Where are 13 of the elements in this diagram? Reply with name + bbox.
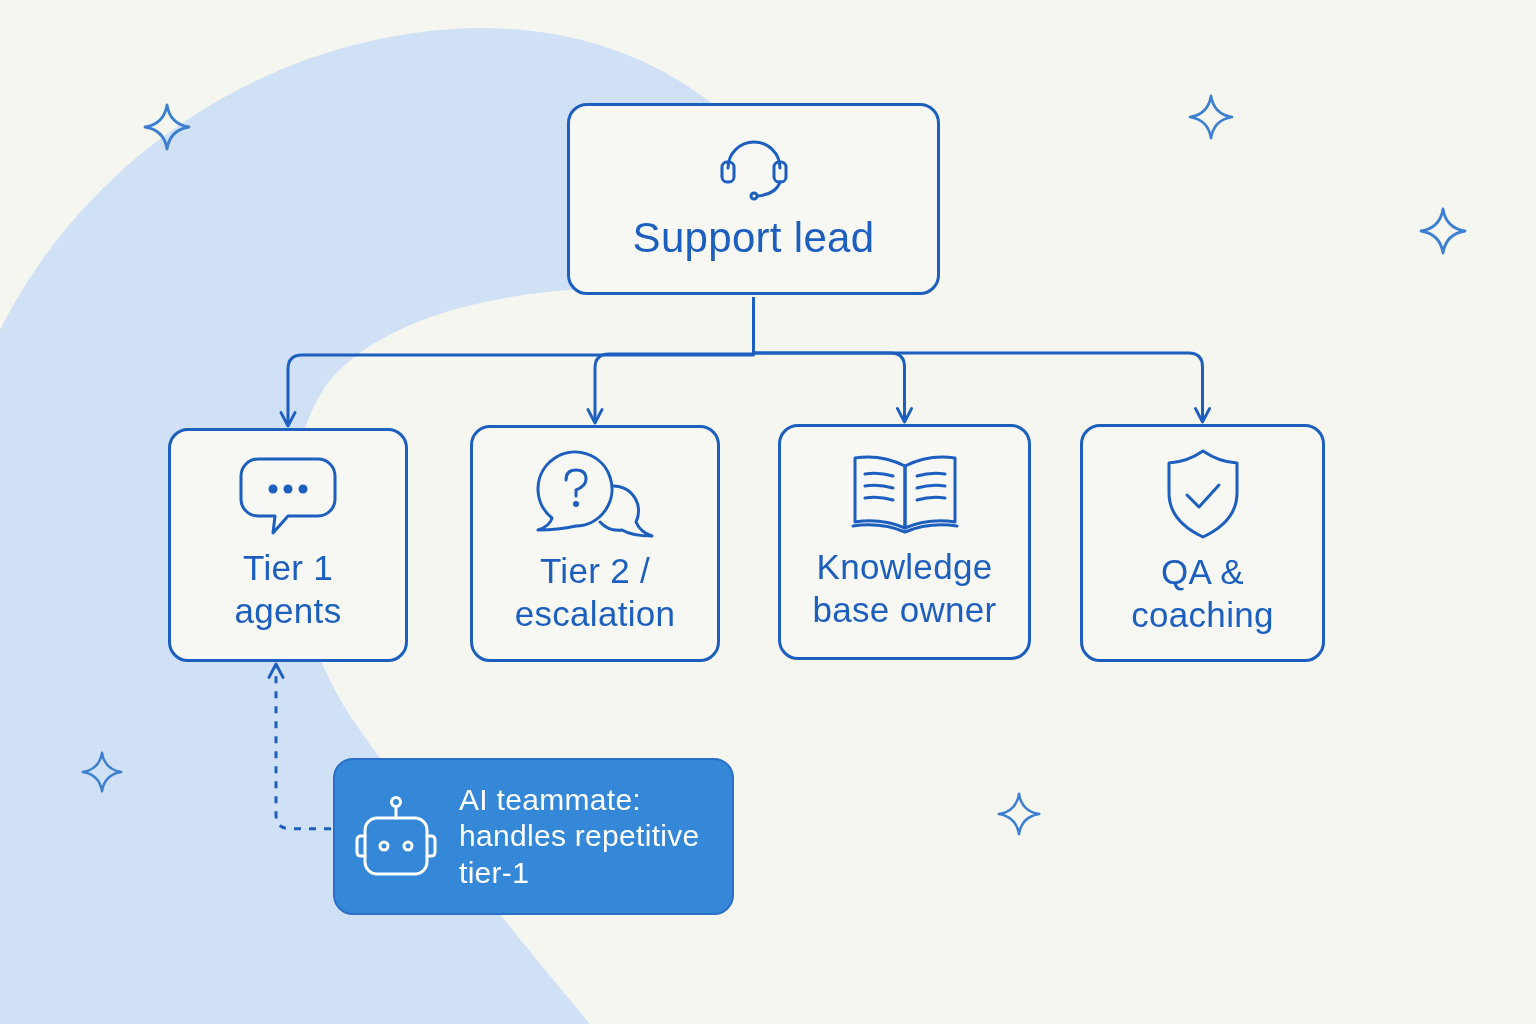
highlight-box	[333, 758, 734, 915]
role-box	[168, 428, 408, 662]
role-box	[778, 424, 1031, 660]
node-label: QA & coaching	[1130, 551, 1275, 636]
node-label: Support lead	[632, 213, 875, 264]
role-box	[1080, 424, 1325, 662]
node-label: AI teammate: handles repetitive tier-1	[459, 781, 701, 891]
role-box	[567, 103, 940, 295]
dashed-arrow	[267, 662, 331, 831]
node-label: Tier 1 agents	[233, 547, 343, 632]
node-label: Knowledge base owner	[811, 546, 998, 631]
role-box	[470, 425, 720, 662]
node-label: Tier 2 / escalation	[513, 549, 677, 635]
